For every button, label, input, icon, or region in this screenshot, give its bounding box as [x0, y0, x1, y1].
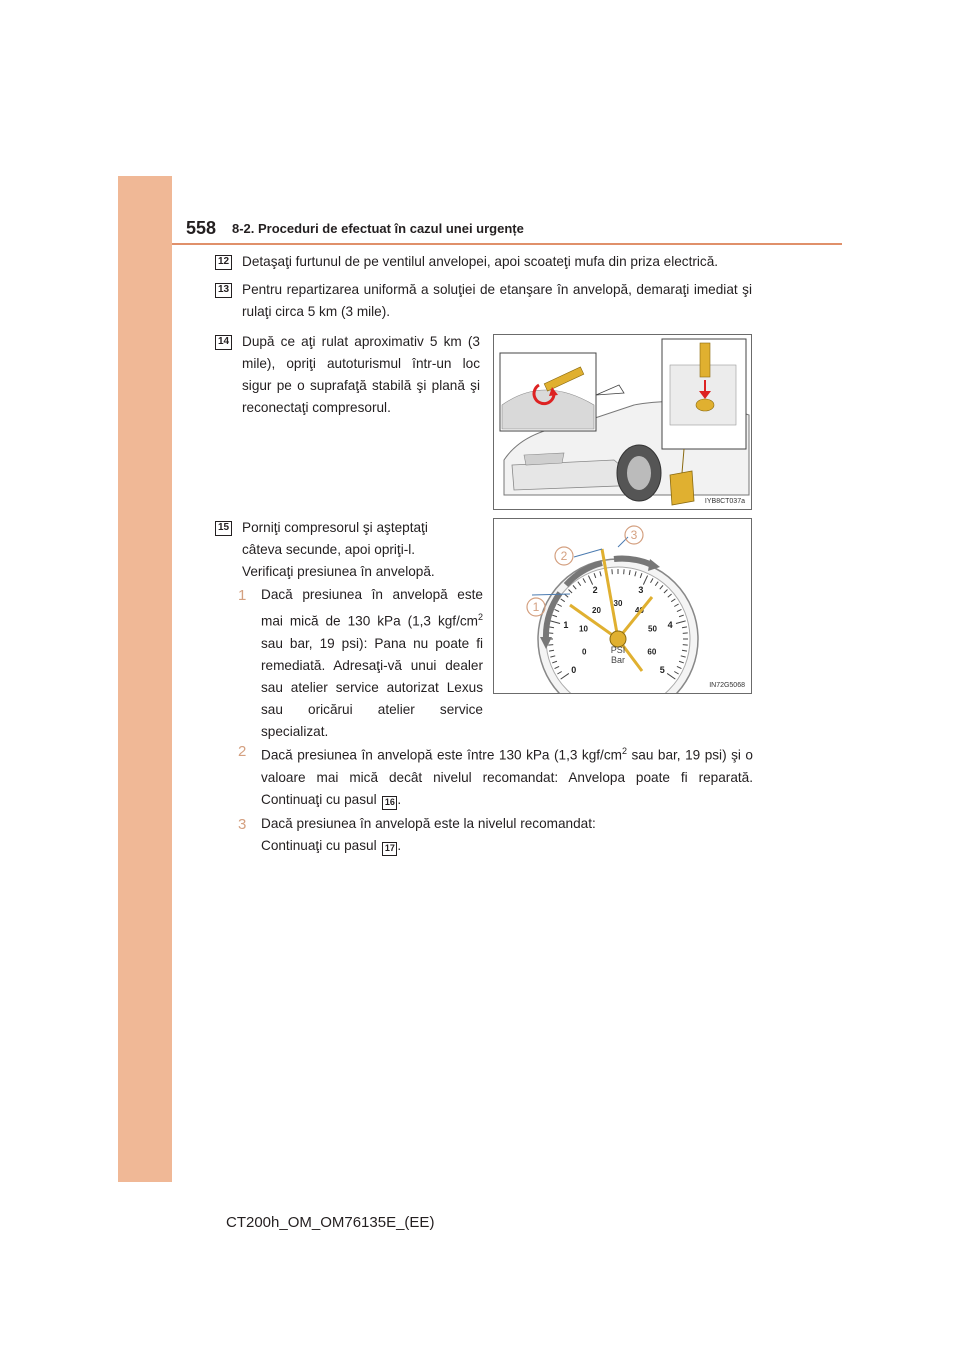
condition-1-text-b: sau bar, 19 psi): Pana nu poate fi remed…	[261, 635, 483, 739]
step-15-line-1: Porniţi compresorul şi aşteptaţi	[242, 520, 428, 535]
gauge-tick	[560, 598, 566, 603]
pressure-gauge-illustration: 0123450102030405060 1 2 3 PSI Bar IN72G5…	[493, 518, 752, 694]
car-figure-code: IYB8CT037a	[702, 498, 747, 505]
gauge-tick	[557, 603, 562, 607]
condition-number-1: 1	[238, 587, 247, 604]
gauge-tick	[667, 593, 672, 598]
gauge-tick	[663, 589, 668, 594]
gauge-tick	[674, 603, 679, 607]
gauge-tick	[639, 573, 643, 579]
gauge-tick	[548, 649, 555, 652]
condition-number-2: 2	[238, 743, 247, 760]
condition-2-text-a: Dacă presiunea în anvelopă este între 13…	[261, 747, 622, 763]
gauge-bar-label: 2	[593, 585, 598, 595]
step-14-text: După ce aţi rulat aproximativ 5 km (3 mi…	[242, 334, 480, 415]
header-divider	[172, 243, 842, 245]
gauge-unit-bar: Bar	[611, 655, 625, 665]
gauge-tick	[548, 626, 555, 629]
gauge-tick	[680, 655, 686, 658]
gauge-tick	[552, 614, 558, 618]
gauge-tick	[557, 671, 562, 675]
gauge-svg: 0123450102030405060 1 2 3 PSI Bar	[494, 519, 751, 693]
step-badge-15: 15	[215, 521, 232, 536]
gauge-tick	[670, 598, 676, 603]
gauge-tick	[550, 620, 561, 624]
condition-3-end: .	[397, 838, 402, 853]
gauge-tick	[678, 660, 684, 664]
condition-1-text-a: Dacă presiunea în anvelopă este mai mică…	[261, 587, 483, 629]
step-15-line-2: câteva secunde, apoi opriţi-l.	[242, 542, 416, 557]
gauge-kpa-label: 30	[614, 599, 623, 608]
car-compressor-illustration: IYB8CT037a	[493, 334, 752, 510]
step-badge-12: 12	[215, 255, 232, 270]
gauge-tick	[587, 575, 594, 585]
gauge-tick	[650, 578, 654, 583]
condition-2-text: Dacă presiunea în anvelopă este între 13…	[261, 740, 753, 811]
gauge-tick	[554, 608, 560, 612]
step-13-text: Pentru repartizarea uniformă a soluţiei …	[242, 282, 752, 319]
gauge-tick	[560, 673, 570, 680]
gauge-tick	[582, 578, 586, 583]
condition-3-line-1: Dacă presiunea în anvelopă este la nivel…	[261, 816, 596, 831]
gauge-tick	[674, 671, 679, 675]
gauge-tick	[568, 589, 573, 594]
gauge-bar-label: 4	[668, 620, 673, 630]
step-ref-badge-16: 16	[382, 795, 398, 810]
gauge-tick	[676, 608, 682, 612]
condition-2-text-b: sau bar, 19 psi) şi o valoare mai mică d…	[261, 747, 753, 807]
step-15-line-3: Verificaţi presiunea în anvelopă.	[242, 564, 435, 579]
condition-2-end: .	[397, 791, 402, 807]
gauge-tick	[676, 666, 682, 670]
gauge-unit-psi: PSI	[611, 645, 626, 655]
gauge-tick	[634, 571, 637, 577]
condition-3-line-2-text: Continuaţi cu pasul	[261, 838, 377, 853]
gauge-kpa-label: 50	[648, 625, 657, 634]
gauge-tick	[681, 649, 688, 652]
gauge-tick	[659, 585, 664, 590]
gauge-tick	[577, 581, 582, 587]
gauge-tick	[599, 571, 602, 577]
gauge-tick	[593, 573, 597, 579]
gauge-figure-code: IN72G5068	[707, 682, 747, 689]
page-number: 558	[186, 218, 217, 238]
gauge-tick	[642, 575, 649, 585]
gauge-tick	[554, 666, 560, 670]
step-badge-14: 14	[215, 335, 232, 350]
gauge-tick	[666, 673, 676, 680]
gauge-tick	[628, 569, 631, 576]
gauge-bar-label: 3	[638, 585, 643, 595]
condition-3-line-2: Continuaţi cu pasul 17.	[261, 835, 753, 857]
gauge-kpa-label: 60	[647, 647, 656, 656]
gauge-kpa-label: 0	[582, 647, 587, 656]
gauge-callout-1: 1	[533, 600, 540, 614]
gauge-bar-label: 1	[563, 620, 568, 630]
car-illustration-svg	[499, 338, 750, 506]
condition-number-3: 3	[238, 816, 247, 833]
chapter-sidebar-tab	[118, 176, 172, 1182]
gauge-tick	[675, 620, 686, 624]
step-ref-badge-17: 17	[382, 842, 398, 856]
step-12-text: Detaşaţi furtunul de pe ventilul anvelop…	[242, 254, 719, 269]
condition-2-superscript: 2	[621, 746, 627, 756]
gauge-tick	[681, 626, 688, 629]
gauge-tick	[654, 581, 659, 587]
gauge-bar-label: 5	[660, 665, 665, 675]
gauge-kpa-label: 10	[579, 625, 588, 634]
gauge-tick	[678, 614, 684, 618]
step-badge-13: 13	[215, 283, 232, 298]
gauge-callout-3: 3	[631, 528, 638, 542]
gauge-tick	[572, 585, 577, 590]
gauge-bar-label: 0	[571, 665, 576, 675]
condition-1-text: Dacă presiunea în anvelopă este mai mică…	[261, 584, 483, 743]
gauge-tick	[550, 655, 556, 658]
gauge-tick	[552, 660, 558, 664]
document-code-footer: CT200h_OM_OM76135E_(EE)	[226, 1214, 435, 1231]
gauge-kpa-label: 20	[592, 606, 601, 615]
condition-1-superscript: 2	[477, 612, 483, 622]
section-title: 8-2. Proceduri de efectuat în cazul unei…	[232, 221, 524, 236]
gauge-callout-2: 2	[561, 549, 568, 563]
